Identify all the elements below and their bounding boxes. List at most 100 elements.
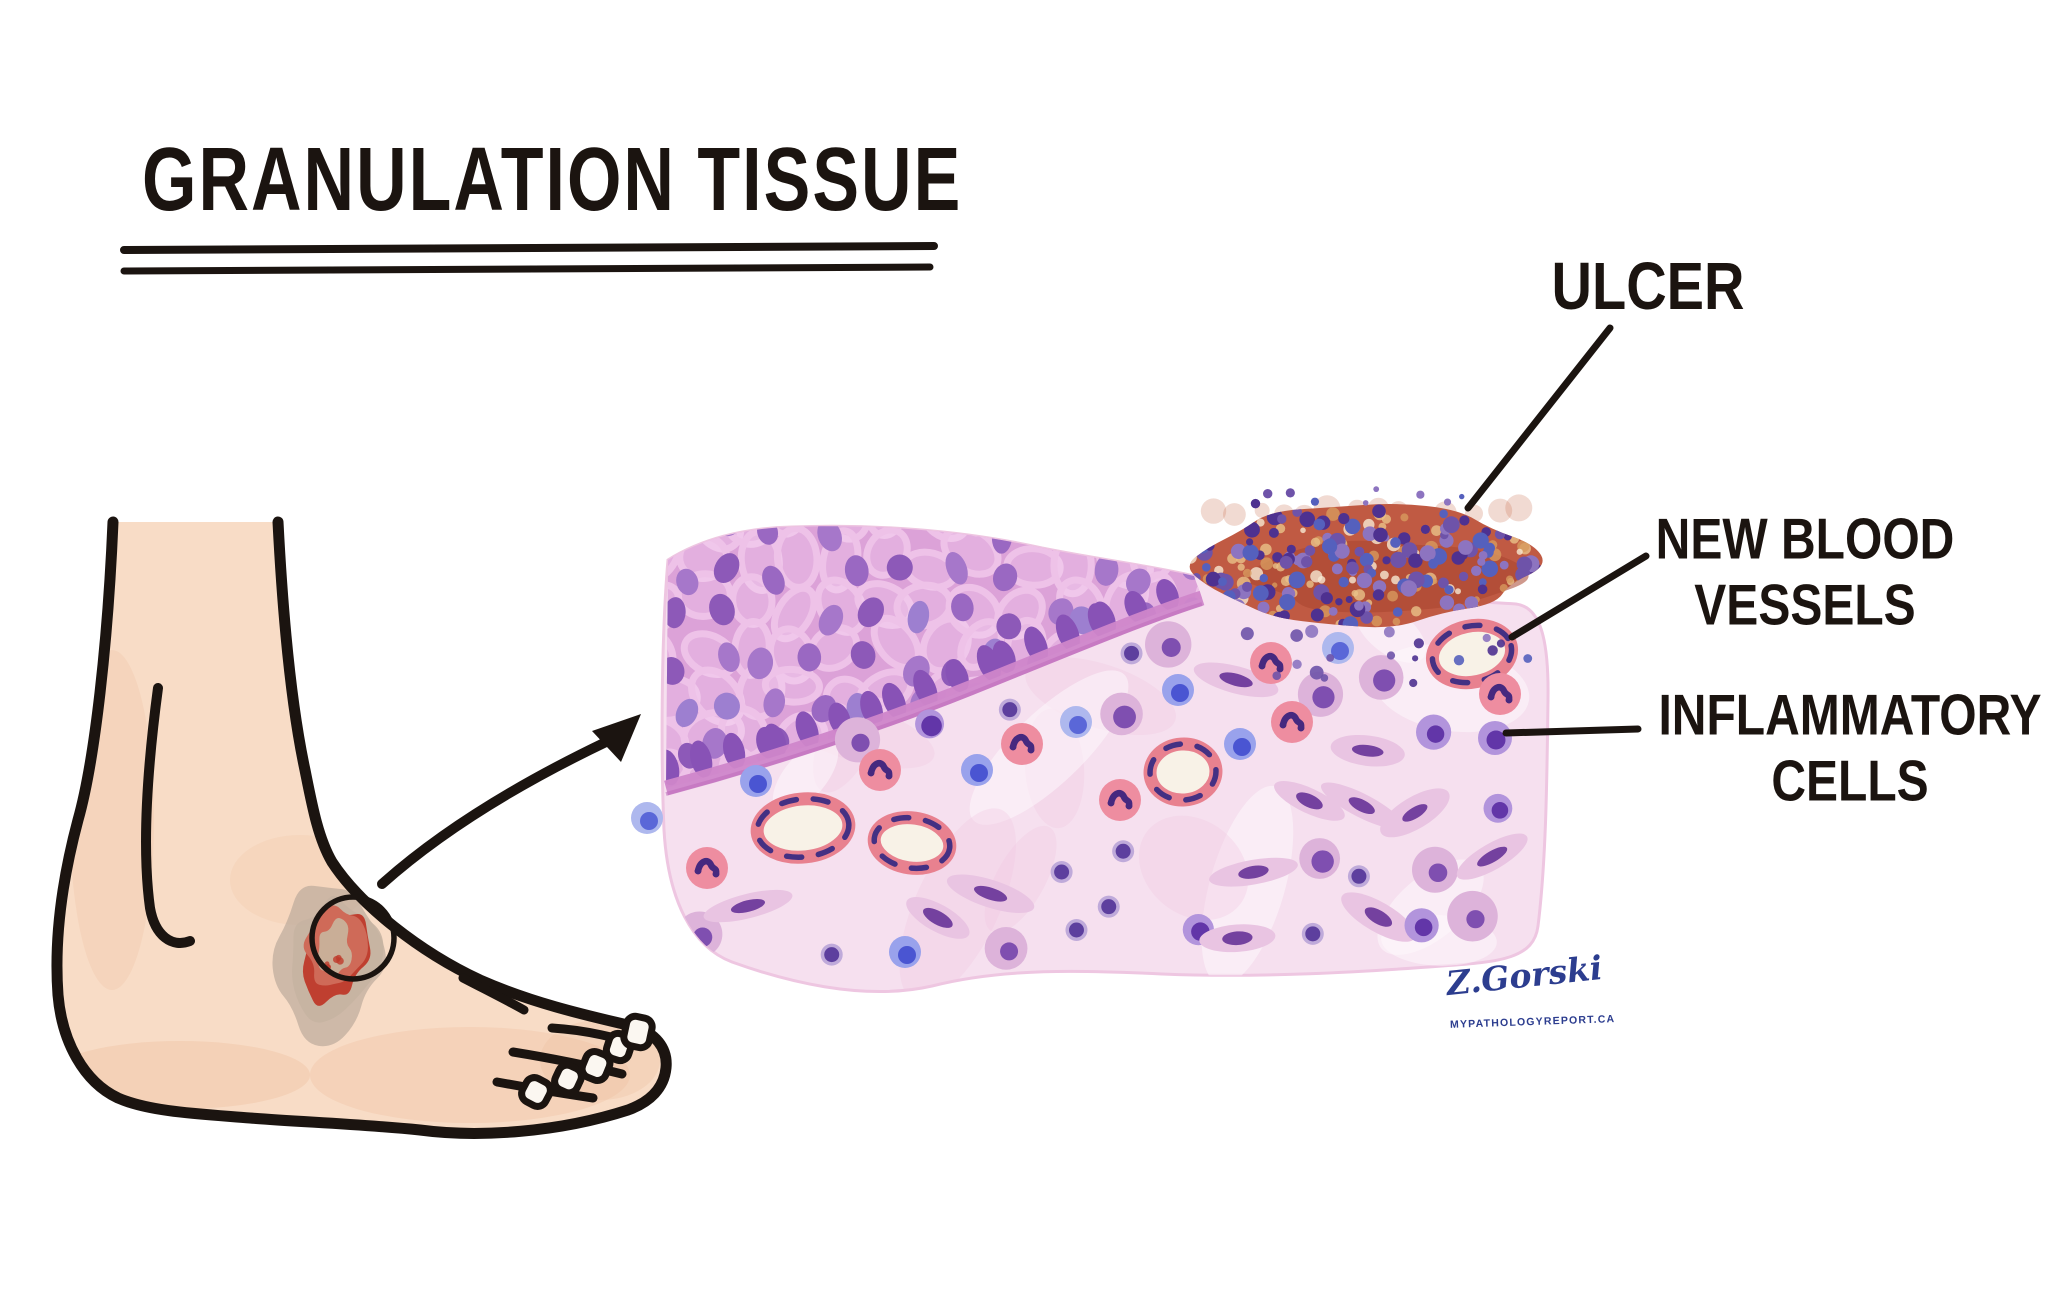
ulcer-nuclear-speckle: [1299, 511, 1315, 528]
neutrophil-lobe: [1276, 665, 1284, 673]
epidermis-nucleus: [996, 613, 1022, 640]
fibroblast: [1209, 857, 1298, 887]
ulcer-nuclear-speckle: [1246, 538, 1254, 546]
fibroblast: [1193, 662, 1279, 698]
ulcer-drip-dot: [1413, 638, 1424, 649]
neutrophil-nucleus: [1279, 712, 1305, 732]
neutrophil-lobe: [1107, 799, 1115, 807]
epidermis-nucleus: [709, 593, 735, 626]
ulcer-fuzz: [1505, 494, 1533, 522]
fibroblast-nucleus: [974, 885, 1008, 902]
ulcer-drip-dot: [1412, 655, 1419, 662]
fibroblast-nucleus: [1296, 792, 1323, 810]
ulcer-nuclear-speckle: [1268, 527, 1279, 538]
ulcer-nuclear-speckle: [1354, 601, 1364, 611]
fibroblast-nucleus: [1222, 931, 1253, 946]
ulcer-nuclear-speckle: [1345, 596, 1353, 603]
ulcer-nuclear-speckle: [1372, 589, 1385, 601]
ulcer-nuclear-speckle: [1459, 515, 1470, 526]
ulcer-nuclear-speckle: [1390, 537, 1401, 548]
ulcer-debris-speckle: [1243, 568, 1252, 578]
ulcer-nuclear-speckle: [1516, 556, 1533, 573]
ulcer-debris-speckle: [1387, 590, 1398, 602]
blue-cell-nucleus: [1069, 716, 1087, 734]
ulcer-debris-speckle: [1391, 575, 1400, 585]
ulcer-nuclear-speckle: [1313, 518, 1326, 531]
ulcer-drip-dot: [1309, 665, 1324, 680]
epidermis-nucleus: [945, 551, 968, 585]
toenail: [551, 1061, 585, 1097]
neutrophil-lobe: [1487, 693, 1495, 701]
ulcer-nuclear-speckle: [1458, 571, 1469, 582]
ulcer-nuclear-speckle: [1472, 532, 1489, 549]
epidermis-nucleus: [907, 600, 930, 634]
label-pointer-lines: [1464, 324, 1650, 737]
neutrophil-body: [1250, 642, 1292, 684]
neutrophil-nucleus: [1009, 734, 1035, 754]
ulcer-nuclear-speckle: [1372, 504, 1386, 518]
ulcer-nuclear-speckle: [1334, 543, 1350, 559]
ulcer-nuclear-speckle: [1328, 607, 1338, 616]
neutrophil: [686, 847, 728, 889]
ulcer-nuclear-speckle: [1242, 581, 1253, 593]
ulcer-stray-dot: [1250, 498, 1261, 509]
ulcer-nuclear-speckle: [1338, 576, 1349, 588]
neutrophil: [1001, 723, 1043, 765]
blood-vessel: [1425, 618, 1519, 690]
ulcer-drip-dot: [1292, 659, 1302, 669]
wound-speckle: [335, 954, 342, 961]
blue-cell-nucleus: [1331, 642, 1349, 660]
ulcer-fuzz: [1488, 498, 1513, 523]
stroma-blob: [1138, 815, 1249, 921]
ulcer-nuclear-speckle: [1354, 546, 1365, 557]
neutrophil-lobe: [694, 867, 702, 875]
fibroblast-nucleus: [1402, 804, 1428, 822]
ulcer-drip-dot: [1386, 651, 1396, 660]
blood-vessel: [750, 792, 856, 864]
stroma-blob: [899, 808, 1016, 992]
fibroblast: [906, 897, 970, 939]
ulcer-nuclear-speckle: [1439, 595, 1455, 610]
ulcer-nuclear-speckle: [1419, 545, 1436, 562]
ulcer-nuclear-speckle: [1478, 578, 1487, 586]
ulcer-drip-dot: [1290, 629, 1303, 642]
ulcer-drip-dot: [1326, 653, 1335, 662]
ulcer-nuclear-speckle: [1428, 558, 1439, 569]
title-underline: [120, 242, 938, 275]
ulcer-drip-dot: [1482, 633, 1491, 643]
lymphocyte-nucleus: [1414, 918, 1433, 937]
lymphocyte-nucleus: [1426, 725, 1445, 743]
ulcer-nuclear-speckle: [1478, 551, 1488, 560]
fibroblast-nucleus: [922, 907, 953, 928]
epidermis-nucleus: [886, 554, 913, 581]
small-dark-cell: [1068, 922, 1084, 938]
epidermis-nucleus: [857, 597, 885, 628]
histology-panel: [631, 486, 1550, 993]
neutrophil-nucleus: [1258, 653, 1284, 673]
ulcer-drip-dot: [1272, 671, 1282, 681]
epidermis-nucleus: [675, 698, 699, 728]
ulcer-debris-speckle: [1310, 570, 1323, 583]
neutrophil-lobe: [1505, 696, 1513, 704]
epidermis-nucleus: [713, 692, 740, 720]
neutrophil: [1271, 701, 1313, 743]
epidermis-nucleus: [676, 568, 699, 596]
neutrophil-nucleus: [694, 858, 720, 878]
blue-cell-nucleus: [749, 775, 767, 793]
ulcer-debris-speckle: [1237, 563, 1245, 571]
ulcer-debris-speckle: [1300, 527, 1306, 534]
ulcer-nuclear-speckle: [1279, 555, 1293, 569]
ulcer-nuclear-speckle: [1503, 532, 1512, 541]
ulcer-nuclear-speckle: [1331, 563, 1343, 575]
small-dark-cell: [1351, 868, 1367, 884]
neutrophil-nucleus: [1107, 790, 1133, 810]
ulcer-debris-speckle: [1189, 551, 1197, 564]
neutrophil-lobe: [1009, 743, 1017, 751]
epidermis-nucleus: [1042, 526, 1068, 541]
fibroblast-nucleus: [1348, 797, 1375, 815]
ulcer-nuclear-speckle: [1288, 571, 1306, 589]
epidermis-cell-ring: [959, 526, 1007, 537]
blue-cell-nucleus: [1171, 684, 1189, 702]
ulcer-drip-dot: [1453, 654, 1465, 666]
